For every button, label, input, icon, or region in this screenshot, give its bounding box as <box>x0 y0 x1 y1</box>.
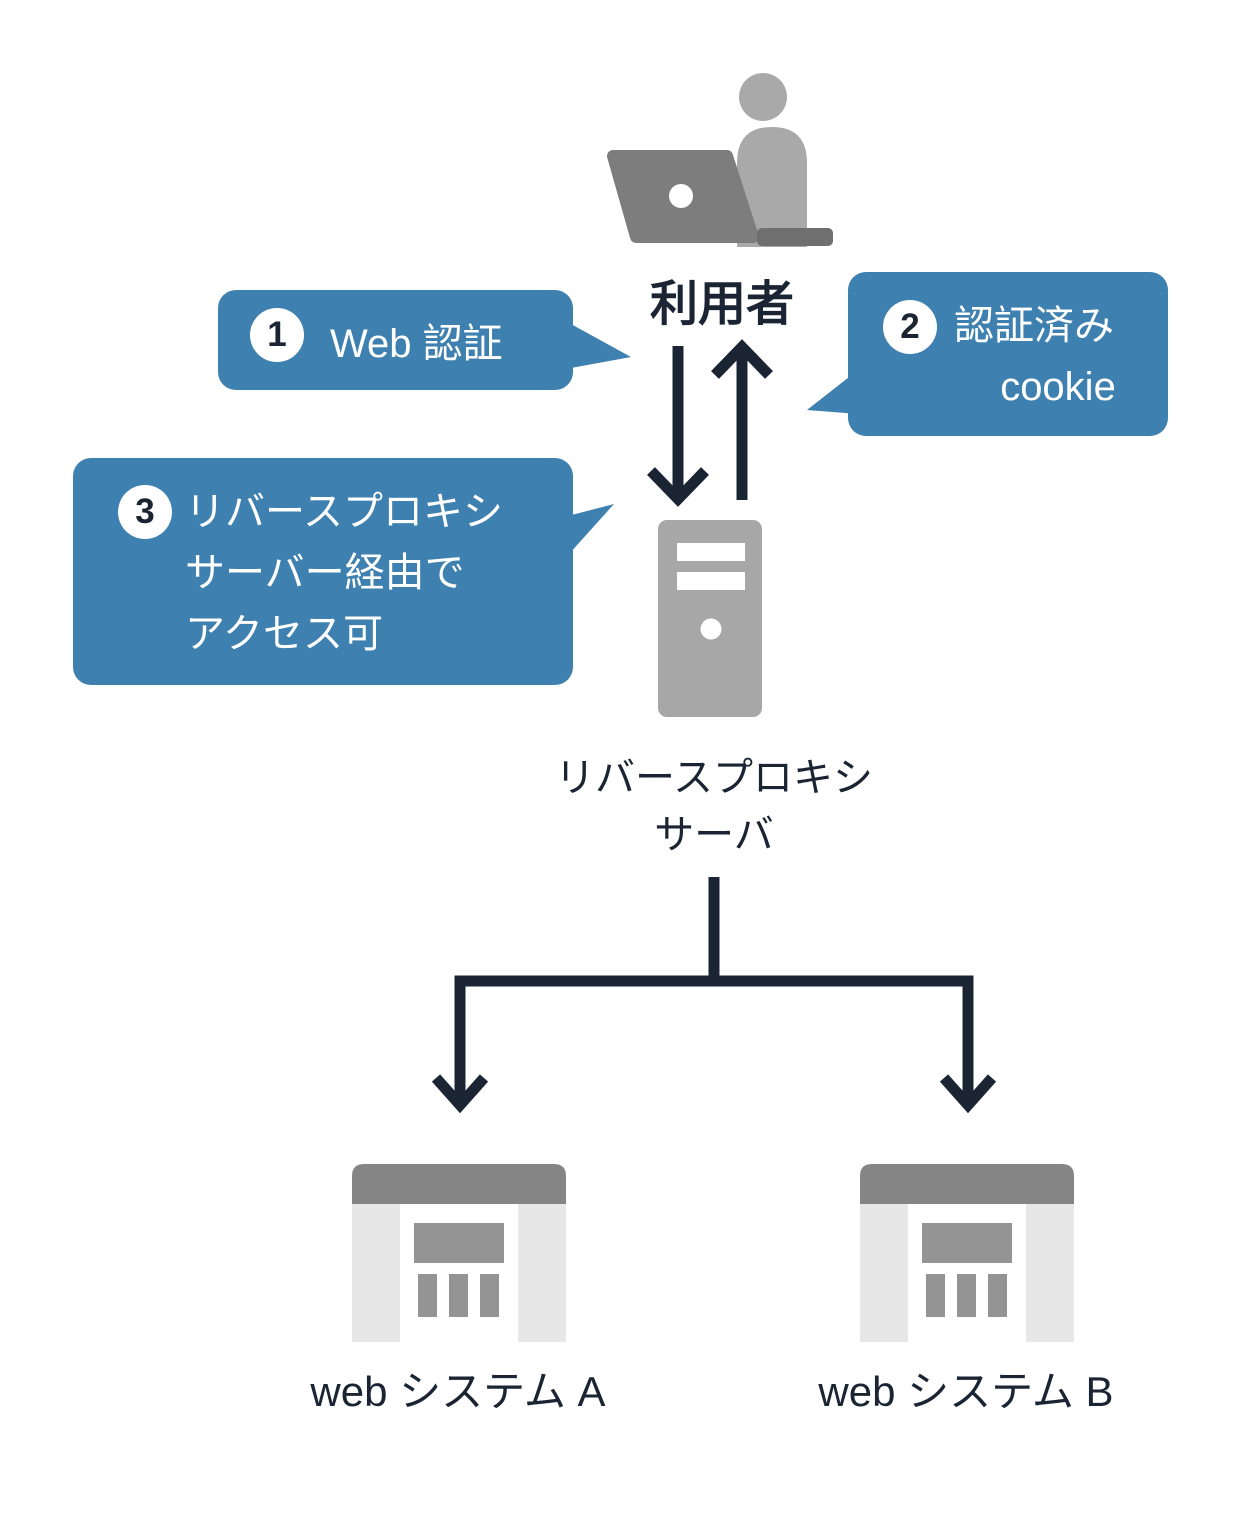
proxy-server-label: リバースプロキシ サーバ <box>464 750 964 864</box>
connector-proxy-to-systems <box>431 877 997 1114</box>
callout-1-web-auth: 1 Web 認証 <box>218 290 573 390</box>
callout-2-number-badge: 2 <box>883 300 937 354</box>
arrowhead-to-system-b <box>939 1074 997 1114</box>
callout-2-line-2: cookie <box>1000 365 1116 409</box>
callout-3-tail <box>560 504 614 564</box>
arrow-user-to-proxy <box>647 346 709 507</box>
callout-2-label: 認証済み cookie <box>954 296 1162 418</box>
callout-1-label: Web 認証 <box>330 322 503 366</box>
proxy-server-label-line-1: リバースプロキシ <box>555 756 873 800</box>
building-b-icon <box>860 1164 1074 1342</box>
callout-1-tail <box>560 318 631 370</box>
callout-3-line-1: リバースプロキシ <box>185 490 503 534</box>
callout-3-access-via-reverse-proxy: 3 リバースプロキシ サーバー経由で アクセス可 <box>73 458 573 685</box>
callout-3-line-2: サーバー経由で <box>185 551 465 595</box>
person-at-laptop-icon <box>607 73 833 247</box>
server-tower-icon <box>658 520 762 717</box>
callout-2-tail <box>807 370 858 414</box>
callout-3-number-badge: 3 <box>118 485 172 539</box>
callout-3-label: リバースプロキシ サーバー経由で アクセス可 <box>185 482 503 665</box>
system-b-label: web システム B <box>818 1368 1114 1415</box>
callout-2-line-1: 認証済み <box>954 304 1114 348</box>
callout-2-authenticated-cookie: 2 認証済み cookie <box>848 272 1168 436</box>
arrow-proxy-to-user <box>711 339 773 500</box>
building-a-icon <box>352 1164 566 1342</box>
system-a-label: web システム A <box>310 1368 606 1415</box>
user-label: 利用者 <box>649 278 794 331</box>
callout-1-number-badge: 1 <box>250 308 304 362</box>
callout-3-line-3: アクセス可 <box>185 612 383 656</box>
arrowhead-to-system-a <box>431 1074 489 1114</box>
proxy-server-label-line-2: サーバ <box>654 813 774 857</box>
